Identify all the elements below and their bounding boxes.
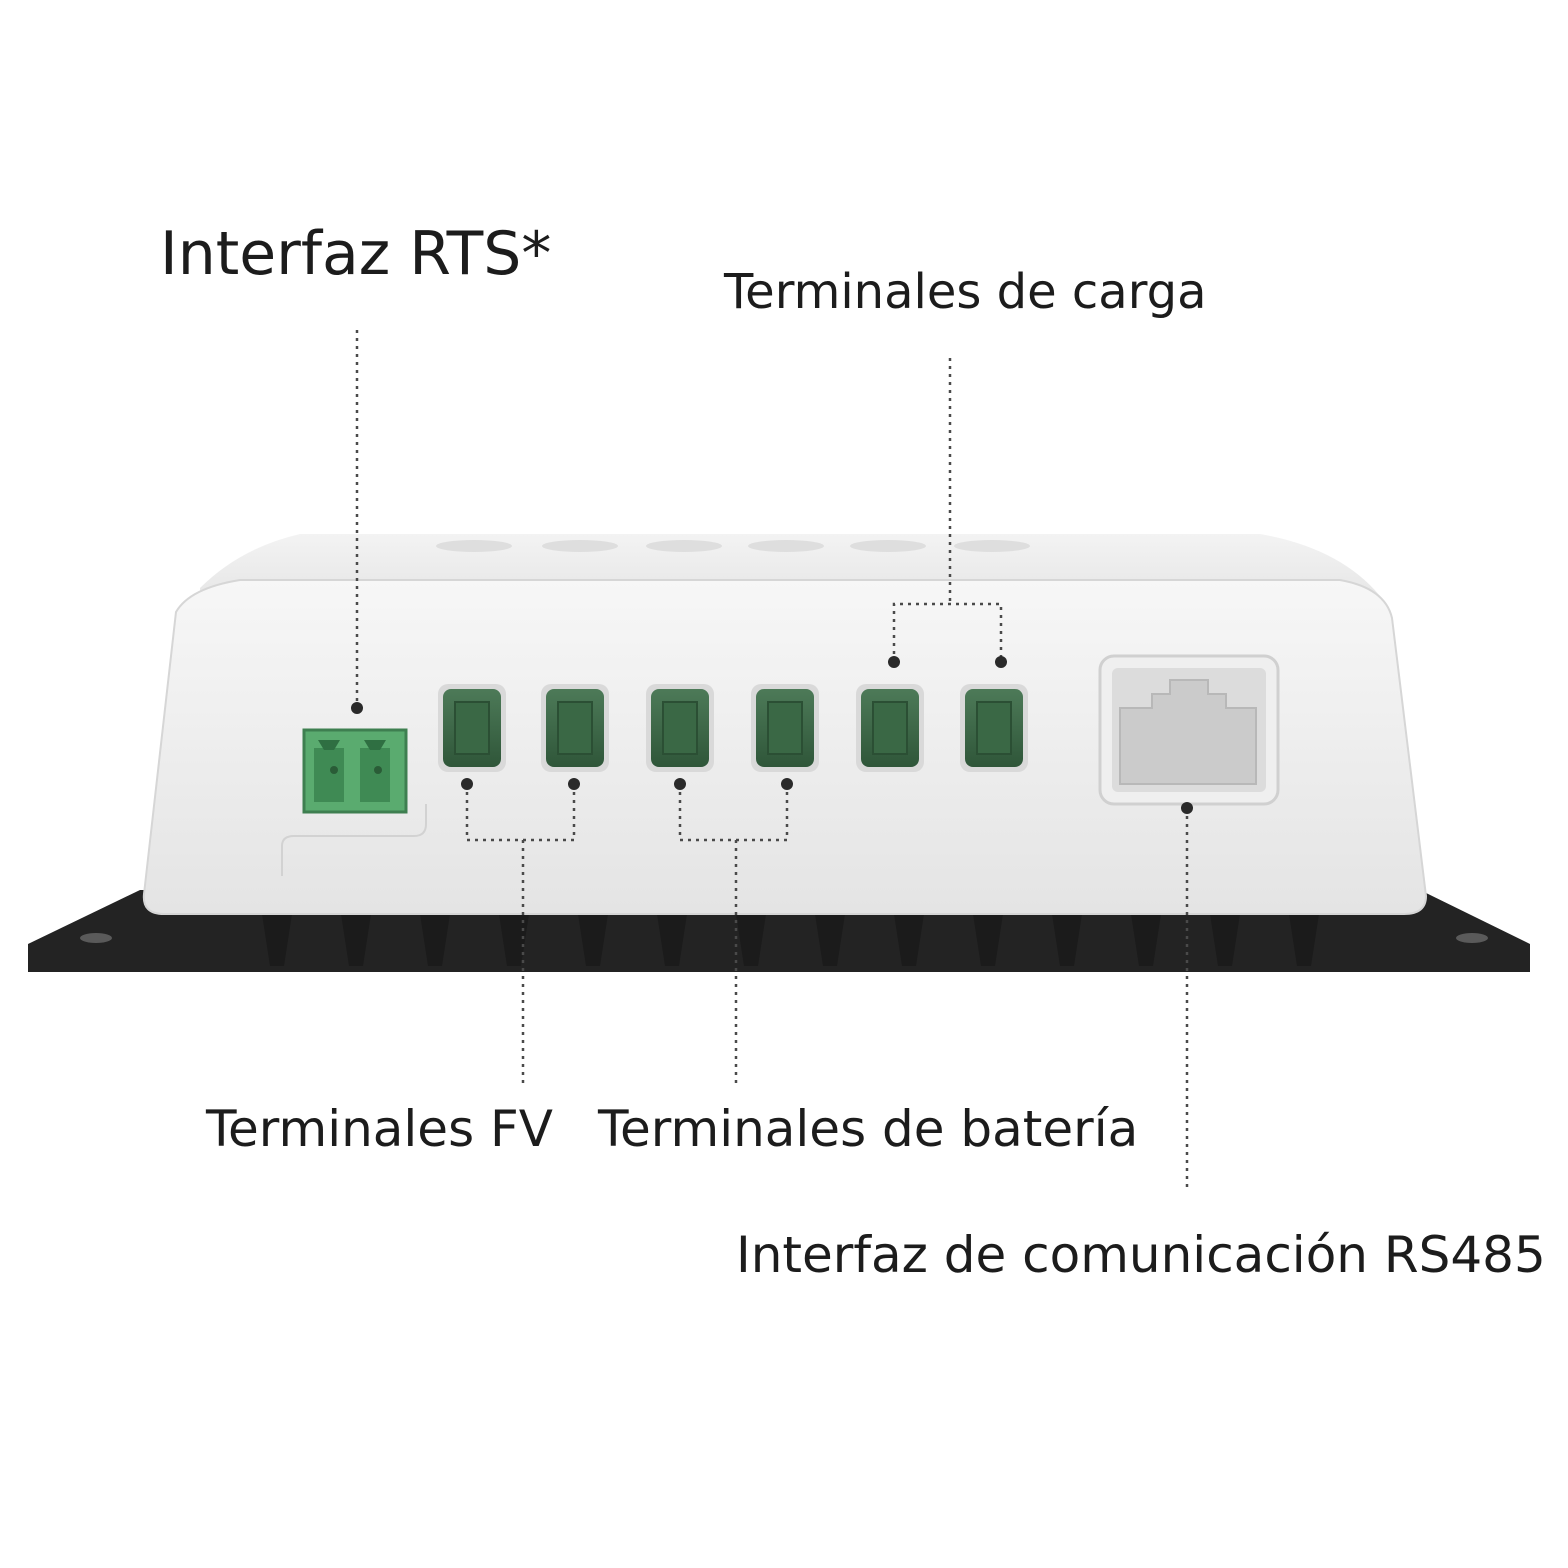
mounting-hole-right (1456, 933, 1488, 943)
heatsink-fin (1289, 914, 1319, 966)
heatsink-fin (736, 914, 766, 966)
heatsink-fin (499, 914, 529, 966)
heatsink-fin (815, 914, 845, 966)
pv-terminals-label: Terminales FV (206, 1100, 553, 1158)
load-terminal-positive (856, 684, 924, 772)
rts-connector (302, 728, 408, 814)
heatsink-fin (1052, 914, 1082, 966)
mounting-hole-left (80, 933, 112, 943)
rs485-interface-label: Interfaz de comunicación RS485 (736, 1226, 1546, 1284)
battery-terminal-positive (646, 684, 714, 772)
heatsink-fin (894, 914, 924, 966)
top-vents (436, 540, 1030, 552)
heatsink-fin (973, 914, 1003, 966)
heatsink-fin (1210, 914, 1240, 966)
leader-dots (351, 656, 1193, 814)
load-terminal-negative (960, 684, 1028, 772)
heatsink-fins (262, 914, 1319, 966)
terminal-block (438, 684, 1028, 772)
rts-interface-label: Interfaz RTS* (160, 219, 552, 289)
heatsink-fin (341, 914, 371, 966)
heatsink-fin (578, 914, 608, 966)
load-terminals-label: Terminales de carga (724, 264, 1207, 320)
heatsink-fin (420, 914, 450, 966)
heatsink-fin (657, 914, 687, 966)
rs485-port (1098, 654, 1280, 806)
leader-lines (355, 330, 1189, 1190)
pv-terminal-negative (541, 684, 609, 772)
battery-terminal-negative (751, 684, 819, 772)
heatsink-fin (1131, 914, 1161, 966)
battery-terminals-label: Terminales de batería (598, 1100, 1139, 1158)
pv-terminal-positive (438, 684, 506, 772)
heatsink-fin (262, 914, 292, 966)
